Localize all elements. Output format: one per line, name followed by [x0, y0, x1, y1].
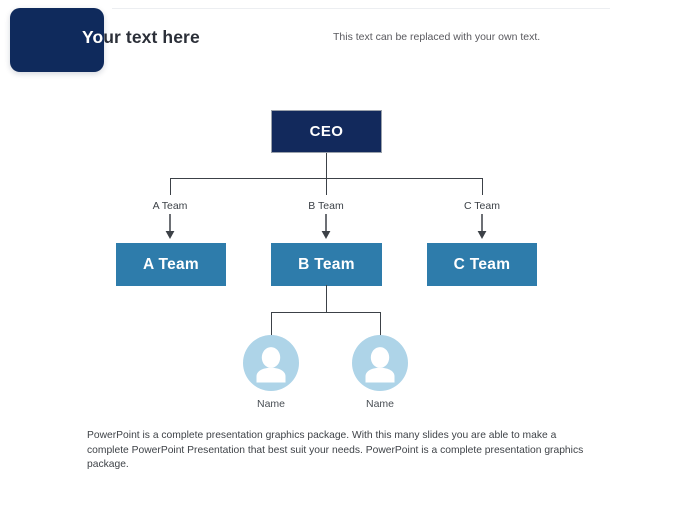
arrow-down-icon-c [477, 214, 487, 239]
footer-paragraph: PowerPoint is a complete presentation gr… [87, 430, 584, 471]
org-node-ceo[interactable]: CEO [271, 110, 382, 153]
org-node-b-team[interactable]: B Team [271, 243, 382, 286]
connector-label-a: A Team [152, 200, 188, 212]
title-accent-badge [10, 8, 104, 72]
org-node-a-team[interactable]: A Team [116, 243, 226, 286]
arrow-down-icon-a [165, 214, 175, 239]
page-subtitle: This text can be replaced with your own … [333, 31, 541, 43]
person-avatar-icon [365, 347, 395, 383]
connector-stub-a [169, 178, 171, 195]
arrow-down-icon-b [321, 214, 331, 239]
connector-label-c: C Team [464, 200, 500, 212]
org-node-c-team-label: C Team [453, 255, 511, 273]
header-divider [112, 8, 610, 9]
connector-stub-person-1 [270, 312, 272, 337]
avatar[interactable] [352, 335, 408, 391]
avatar[interactable] [243, 335, 299, 391]
connector-stub-b [325, 178, 327, 195]
connector-label-b: B Team [308, 200, 344, 212]
connector-horizontal-sub [271, 311, 381, 313]
org-node-c-team[interactable]: C Team [427, 243, 537, 286]
connector-ceo-down [325, 153, 327, 178]
person-avatar-icon [256, 347, 286, 383]
page-title: Your text here [82, 27, 200, 47]
connector-stub-person-2 [379, 312, 381, 337]
org-node-a-team-label: A Team [142, 255, 200, 273]
connector-stub-c [481, 178, 483, 195]
page-title-overlap: Your text here [82, 27, 104, 47]
org-node-b-team-label: B Team [298, 255, 355, 273]
connector-b-team-down [325, 285, 327, 312]
org-node-ceo-label: CEO [309, 123, 344, 140]
avatar-name-label: Name [365, 398, 394, 410]
avatar-name-label: Name [256, 398, 285, 410]
